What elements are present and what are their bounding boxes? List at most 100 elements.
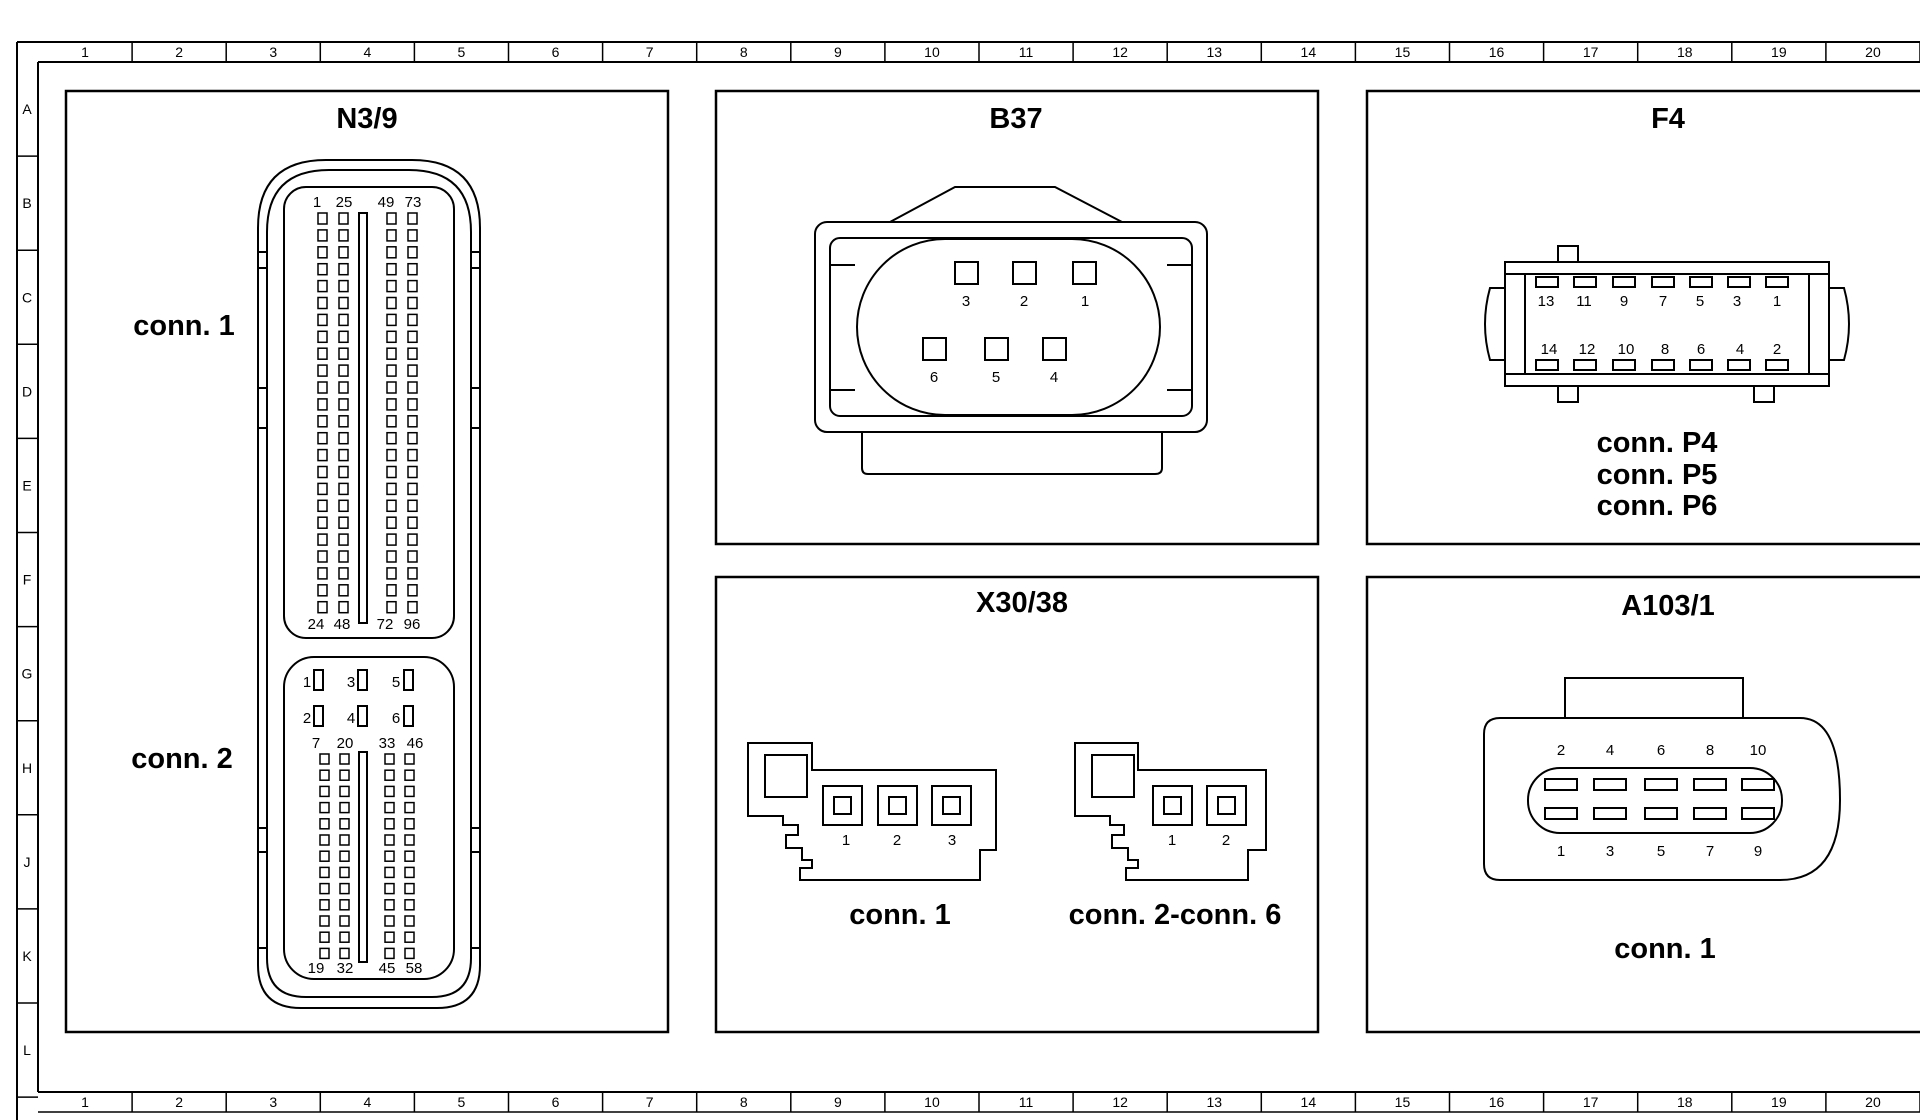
n3-9-pin (317, 313, 328, 327)
n3-9-pin (386, 262, 397, 276)
f4-conn-label: conn. P4 (1597, 427, 1718, 459)
x30-38-pin-label: 2 (893, 832, 901, 849)
n3-9-pin (339, 850, 350, 862)
n3-9-pin (338, 550, 349, 563)
f4-pin-label: 9 (1620, 293, 1628, 310)
n3-9-pin-label: 72 (377, 616, 394, 633)
n3-9-pin (338, 364, 349, 377)
n3-9-pin (317, 448, 328, 462)
row-label: C (22, 289, 32, 305)
n3-9-pin (313, 669, 324, 691)
n3-9-pin-label: 32 (337, 960, 354, 977)
n3-9-pin-label: 20 (337, 735, 354, 752)
n3-9-pin-label: 45 (379, 960, 396, 977)
column-label: 6 (552, 44, 560, 60)
column-label: 17 (1583, 44, 1599, 60)
n3-9-pin (386, 415, 397, 428)
column-label: 10 (924, 1094, 940, 1110)
n3-9-pin (317, 499, 328, 513)
n3-9-pin (384, 785, 395, 798)
n3-9-pin (338, 516, 349, 529)
n3-9-pin (339, 866, 350, 879)
f4-pin-labels-bottom: 14 12 10 8 6 4 2 (1541, 341, 1782, 358)
n3-9-pin (407, 499, 418, 513)
n3-9-pin (386, 296, 397, 310)
n3-9-conn2-large-pins (313, 669, 414, 727)
n3-9-pin (319, 769, 330, 781)
column-label: 15 (1395, 44, 1411, 60)
n3-9-pin (407, 330, 418, 344)
f4-pin-label: 10 (1618, 341, 1635, 358)
n3-9-pin (384, 753, 395, 765)
n3-9-pin (407, 415, 418, 428)
n3-9-pin (407, 347, 418, 360)
f4-pin-label: 1 (1773, 293, 1781, 310)
n3-9-pin (386, 313, 397, 327)
n3-9-pin (317, 364, 328, 377)
n3-9-pin (339, 769, 350, 781)
n3-9-pin (407, 448, 418, 462)
f4-pin-label: 11 (1576, 293, 1592, 310)
n3-9-pin-label: 7 (312, 735, 320, 752)
b37-connector-body (814, 186, 1208, 475)
a103-1-title: A103/1 (1621, 590, 1715, 622)
n3-9-pin-label: 58 (406, 960, 423, 977)
n3-9-pin (384, 947, 395, 960)
component-n3-9: N3/9 conn. 1 conn. 2 1 25 (64, 89, 670, 1034)
n3-9-pin (407, 313, 418, 327)
f4-pin (1651, 359, 1675, 371)
n3-9-pin-label: 24 (308, 616, 325, 633)
n3-9-pin (319, 947, 330, 960)
a103-1-connector-body (1483, 677, 1842, 881)
n3-9-pin (339, 882, 350, 895)
n3-9-pin (386, 567, 397, 580)
column-label: 14 (1301, 44, 1317, 60)
row-label: A (22, 101, 32, 117)
n3-9-pin (317, 600, 328, 614)
b37-pin-label: 3 (962, 293, 970, 310)
row-label: F (23, 572, 32, 588)
column-label: 3 (269, 1094, 277, 1110)
n3-9-pin (407, 262, 418, 276)
column-label: 13 (1206, 44, 1222, 60)
n3-9-pin (386, 431, 397, 445)
n3-9-pin (404, 785, 415, 798)
n3-9-pin-label: 96 (404, 616, 421, 633)
n3-9-pin (319, 850, 330, 862)
f4-pins (1535, 276, 1789, 371)
b37-pin (1042, 337, 1067, 361)
a103-1-pin (1593, 807, 1627, 820)
f4-conn-label: conn. P5 (1597, 459, 1718, 491)
n3-9-pin (338, 567, 349, 580)
n3-9-pin (404, 931, 415, 943)
n3-9-pin (407, 279, 418, 293)
column-label: 20 (1865, 44, 1881, 60)
x30-38-pin-label: 1 (1168, 832, 1176, 849)
n3-9-pin (384, 818, 395, 830)
n3-9-pin (403, 669, 414, 691)
column-label: 19 (1771, 1094, 1787, 1110)
a103-1-pin-label: 8 (1706, 742, 1714, 759)
n3-9-pin (317, 533, 328, 546)
f4-pin-labels-top: 13 11 9 7 5 3 1 (1538, 293, 1782, 310)
n3-9-pin (386, 229, 397, 242)
n3-9-pin (357, 705, 368, 727)
b37-pin (984, 337, 1009, 361)
row-label: E (22, 477, 31, 493)
a103-1-pin-label: 1 (1557, 843, 1565, 860)
n3-9-pin (319, 818, 330, 830)
column-label: 1 (81, 44, 89, 60)
column-label: 3 (269, 44, 277, 60)
n3-9-conn1-label: conn. 1 (133, 310, 235, 342)
n3-9-pin (338, 415, 349, 428)
f4-pin (1727, 276, 1751, 288)
column-label: 9 (834, 44, 842, 60)
f4-pin-label: 4 (1736, 341, 1744, 358)
f4-title: F4 (1651, 103, 1685, 135)
column-label: 18 (1677, 1094, 1693, 1110)
n3-9-pin (339, 899, 350, 911)
n3-9-pin-label: 25 (336, 194, 353, 211)
column-label: 10 (924, 44, 940, 60)
